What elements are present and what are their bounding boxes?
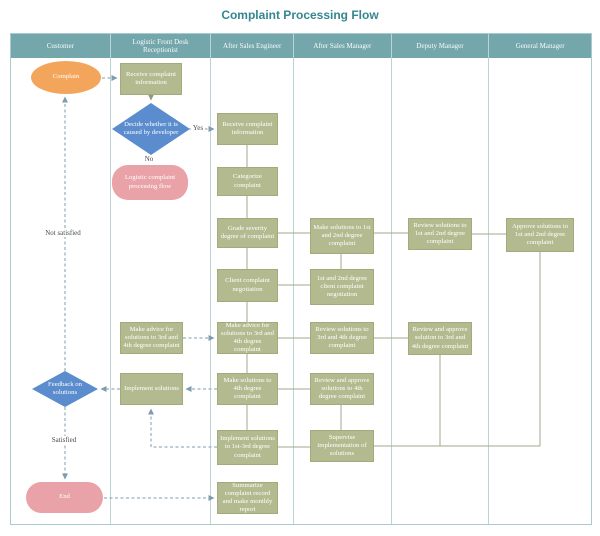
node-implement-solutions[interactable]: Implement solutions — [120, 373, 183, 405]
node-summarize-complaint-record[interactable]: Summarize complaint record and make mont… — [217, 482, 278, 514]
edge-label-not-satisfied: Not satisfied — [43, 229, 83, 237]
node-supervise-implementation[interactable]: Supervise implementation of solutions — [310, 430, 374, 462]
node-make-solutions-1st-2nd[interactable]: Make solutions to 1st and 2nd degree com… — [310, 218, 374, 254]
lane-general-manager: General Manager — [489, 34, 591, 524]
node-approve-solutions-1st-2nd[interactable]: Approve solutions to 1st and 2nd degree … — [506, 218, 574, 252]
lane-header-general-manager: General Manager — [489, 34, 591, 58]
node-1st-2nd-degree-negotiation[interactable]: 1st and 2nd degree client complaint nego… — [310, 269, 374, 305]
lane-header-after-sales-manager: After Sales Manager — [294, 34, 391, 58]
lane-after-sales-manager: After Sales Manager — [294, 34, 392, 524]
node-make-solutions-4th-degree[interactable]: Make solutions to 4th degree complaint — [217, 373, 278, 405]
page-title: Complaint Processing Flow — [221, 8, 379, 22]
node-review-solutions-1st-2nd[interactable]: Review solutions to 1st and 2nd degree c… — [408, 218, 472, 250]
node-categorize-complaint[interactable]: Categorize complaint — [217, 167, 278, 196]
node-implement-solutions-1st-3rd[interactable]: Implement solutions to 1st-3rd degree co… — [217, 430, 278, 465]
node-review-solutions-3rd-4th[interactable]: Review solutions to 3rd and 4th degree c… — [310, 322, 374, 354]
lane-customer: Customer — [11, 34, 111, 524]
node-complain[interactable]: Complain — [31, 61, 101, 94]
node-review-approve-solution-3rd-4th[interactable]: Review and approve solution to 3rd and 4… — [408, 322, 472, 355]
node-receive-complaint-information-engineer[interactable]: Receive complaint information — [217, 113, 278, 145]
node-receive-complaint-information-receptionist[interactable]: Receive complaint information — [120, 63, 182, 95]
edge-label-yes: Yes — [190, 124, 206, 132]
node-client-complaint-negotiation[interactable]: Client complaint negotiation — [217, 269, 278, 302]
lane-deputy-manager: Deputy Manager — [391, 34, 490, 524]
node-end[interactable]: End — [26, 482, 103, 513]
lane-logistic-front-desk: Logistic Front Desk Receptionist — [110, 34, 212, 524]
node-review-approve-4th-degree[interactable]: Review and approve solutions to 4th degr… — [310, 373, 374, 405]
node-make-advice-engineer[interactable]: Make advice for solutions to 3rd and 4th… — [217, 322, 278, 354]
lane-header-customer: Customer — [11, 34, 110, 58]
lane-header-logistic-front-desk: Logistic Front Desk Receptionist — [110, 34, 211, 58]
node-grade-severity-degree[interactable]: Grade severity degree of complaint — [217, 218, 278, 248]
swimlane-board: Customer Logistic Front Desk Receptionis… — [10, 33, 592, 525]
lane-header-after-sales-engineer: After Sales Engineer — [211, 34, 294, 58]
node-make-advice-receptionist[interactable]: Make advice for solutions to 3rd and 4th… — [120, 322, 183, 354]
edge-label-satisfied: Satisfied — [49, 436, 79, 444]
node-logistic-complaint-processing-flow[interactable]: Logistic complaint processing flow — [112, 165, 188, 200]
edge-label-no: No — [142, 155, 156, 163]
lane-after-sales-engineer: After Sales Engineer — [211, 34, 295, 524]
lane-header-deputy-manager: Deputy Manager — [391, 34, 489, 58]
